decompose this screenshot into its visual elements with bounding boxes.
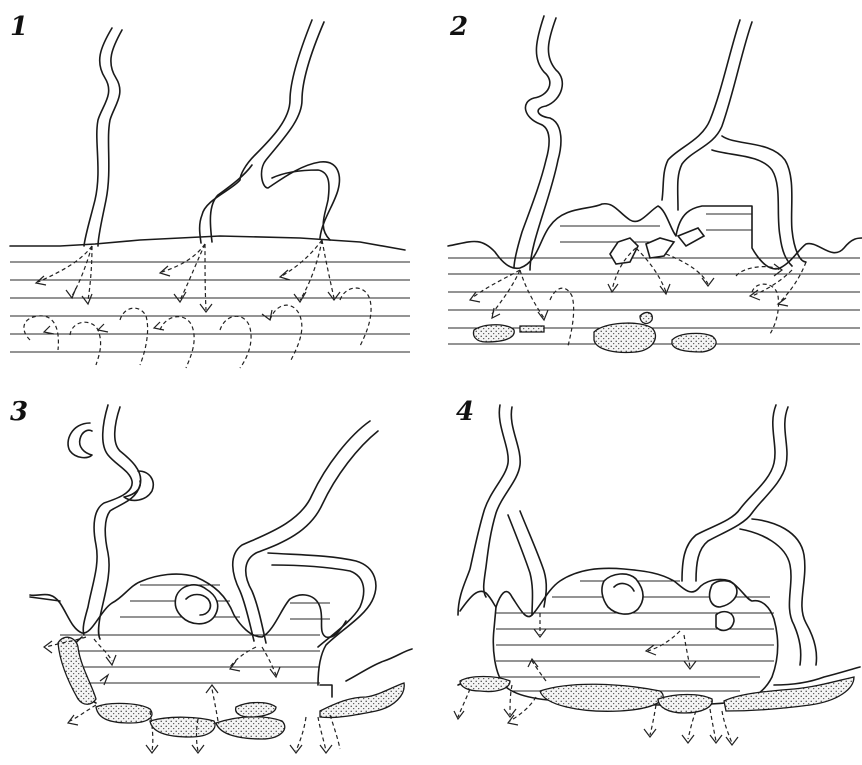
channel-left [83, 405, 132, 635]
ground-surface [10, 236, 405, 250]
panel-1-drawing [0, 0, 430, 380]
panel-2: 2 [440, 0, 862, 380]
infiltration-paths [24, 240, 371, 368]
channel-right [682, 405, 776, 581]
panel-4-drawing [440, 385, 862, 765]
channel-left [84, 28, 112, 246]
channel-right [662, 20, 740, 200]
panel-2-drawing [440, 0, 862, 380]
panel-3-drawing [0, 385, 430, 765]
panel-4: 4 [440, 385, 862, 765]
panel-3: 3 [0, 385, 430, 765]
panel-1: 1 [0, 0, 430, 380]
channel-left [514, 16, 550, 268]
channel-right [200, 20, 312, 243]
